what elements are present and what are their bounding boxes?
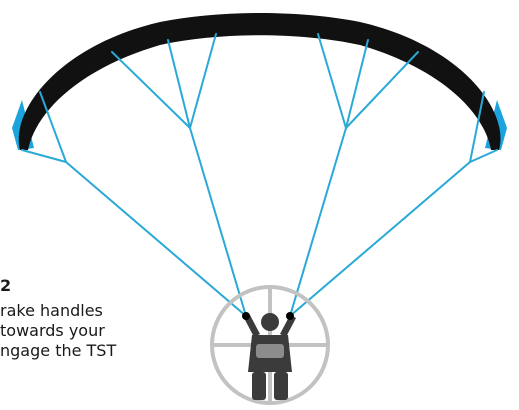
step-text-line: towards your (0, 321, 105, 340)
left-brake-handle-icon (242, 312, 250, 320)
step-number: 2 (0, 276, 12, 295)
right-brake-handle-icon (286, 312, 294, 320)
suspension-lines (21, 33, 498, 317)
harness-seat (256, 344, 284, 358)
paraglider-canopy-icon (18, 13, 501, 150)
step-text-line: rake handles (0, 301, 103, 320)
step-text-line: ngage the TST (0, 341, 117, 360)
